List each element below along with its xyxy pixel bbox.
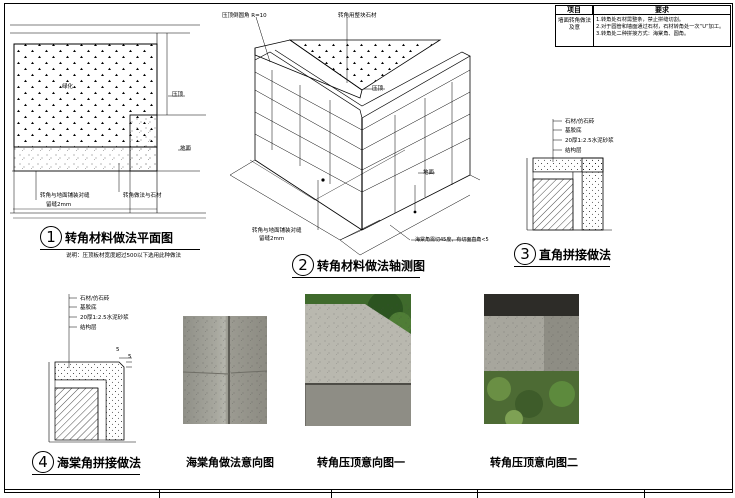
coping-photo-two	[484, 294, 579, 424]
photo-caption: 海棠角做法意向图	[186, 456, 274, 469]
haitang-corner-photo	[183, 316, 267, 424]
detail4-layer: 20厚1:2.5水泥砂浆	[80, 315, 129, 321]
detail-right-angle-drawing	[526, 119, 612, 231]
axon-label-paving: 压顶	[372, 86, 384, 92]
requirements-table: 项目 要求 墙面转角做法及意 1.转角处石材需整条，禁止拼缝切割。 2.对于圆管…	[555, 5, 731, 47]
plan-view-note: 说明：压顶板材宽度超过500以下选用此种做法	[66, 253, 181, 259]
title-underline	[40, 249, 200, 250]
drawing-title: 转角材料做法平面图	[65, 230, 174, 245]
axon-label-top-material: 转角用整块石材	[338, 13, 377, 19]
title-underline	[32, 474, 140, 475]
plan-label-gap: 留缝2mm	[46, 202, 72, 208]
granite-texture	[183, 316, 267, 424]
axon-label-chamfer: 海棠角需切45度，有切面直角<5	[415, 237, 489, 243]
detail3-title: 3 直角拼接做法	[514, 243, 611, 265]
detail4-dim-a: 5	[116, 347, 120, 353]
axon-view-title: 2 转角材料做法轴测图	[292, 254, 425, 276]
drawing-number: 2	[292, 254, 314, 276]
drawing-number: 1	[40, 226, 62, 248]
sheet-border	[4, 3, 733, 493]
photo-caption: 转角压顶意向图二	[490, 456, 578, 469]
requirement-item: 2.对于圆管和墙面通过石材，石材转角处一次“U”加工。	[596, 24, 725, 30]
requirement-item: 1.转角处石材需整条，禁止拼缝切割。	[596, 17, 684, 23]
detail3-layer: 结构层	[565, 148, 582, 154]
photo-caption: 转角压顶意向图一	[317, 456, 405, 469]
detail3-layer: 基胶底	[565, 128, 582, 134]
axonometric-drawing	[229, 16, 481, 256]
detail4-title: 4 海棠角拼接做法	[32, 451, 141, 473]
plan-view-drawing	[10, 24, 206, 219]
title-block-strip	[4, 489, 733, 498]
table-row-requirements: 1.转角处石材需整条，禁止拼缝切割。 2.对于圆管和墙面通过石材，石材转角处一次…	[596, 17, 730, 38]
drawing-title: 转角材料做法轴测图	[317, 258, 426, 273]
drawing-number: 3	[514, 243, 536, 265]
requirement-item: 3.转角处二种拼接方式：海棠角、圆角。	[596, 31, 690, 37]
drawing-title: 直角拼接做法	[539, 247, 612, 262]
plan-label-paving: 压顶	[172, 92, 184, 98]
table-header-item: 项目	[556, 6, 593, 15]
drawing-title: 海棠角拼接做法	[57, 455, 142, 470]
detail4-layer: 基胶底	[80, 305, 97, 311]
title-block-divider	[477, 490, 478, 498]
plan-label-ground: 地面	[180, 146, 192, 152]
detail4-layer: 结构层	[80, 325, 97, 331]
coping-photo-one	[305, 294, 411, 426]
drawing-number: 4	[32, 451, 54, 473]
detail4-layer: 石材/仿石砖	[80, 296, 110, 302]
coping-scene	[305, 294, 411, 426]
title-underline	[292, 277, 420, 278]
coping-scene	[484, 294, 579, 424]
axon-label-seam: 转角与地面铺装对缝	[252, 228, 302, 234]
detail4-dim-b: 5	[128, 354, 132, 360]
plan-view-title: 1 转角材料做法平面图	[40, 226, 173, 248]
table-divider	[593, 6, 594, 46]
detail-haitang-drawing	[48, 294, 136, 443]
table-row-label: 墙面转角做法及意	[558, 18, 592, 31]
title-block-divider	[331, 490, 332, 498]
table-header-requirement: 要求	[593, 6, 731, 15]
detail3-layer: 石材/仿石砖	[565, 119, 595, 125]
title-block-divider	[644, 490, 645, 498]
detail3-layer: 20厚1:2.5水泥砂浆	[565, 138, 614, 144]
title-underline	[514, 266, 610, 267]
plan-label-joint: 转角做法与石材	[123, 193, 162, 199]
plan-label-seam: 转角与地面铺装对缝	[40, 193, 90, 199]
plan-label-green: 绿化	[62, 84, 74, 90]
title-block-divider	[159, 490, 160, 498]
axon-label-radius: 压顶倒圆角 R=10	[222, 13, 267, 19]
axon-label-gap: 留缝2mm	[259, 236, 285, 242]
axon-label-ground: 地面	[423, 170, 435, 176]
